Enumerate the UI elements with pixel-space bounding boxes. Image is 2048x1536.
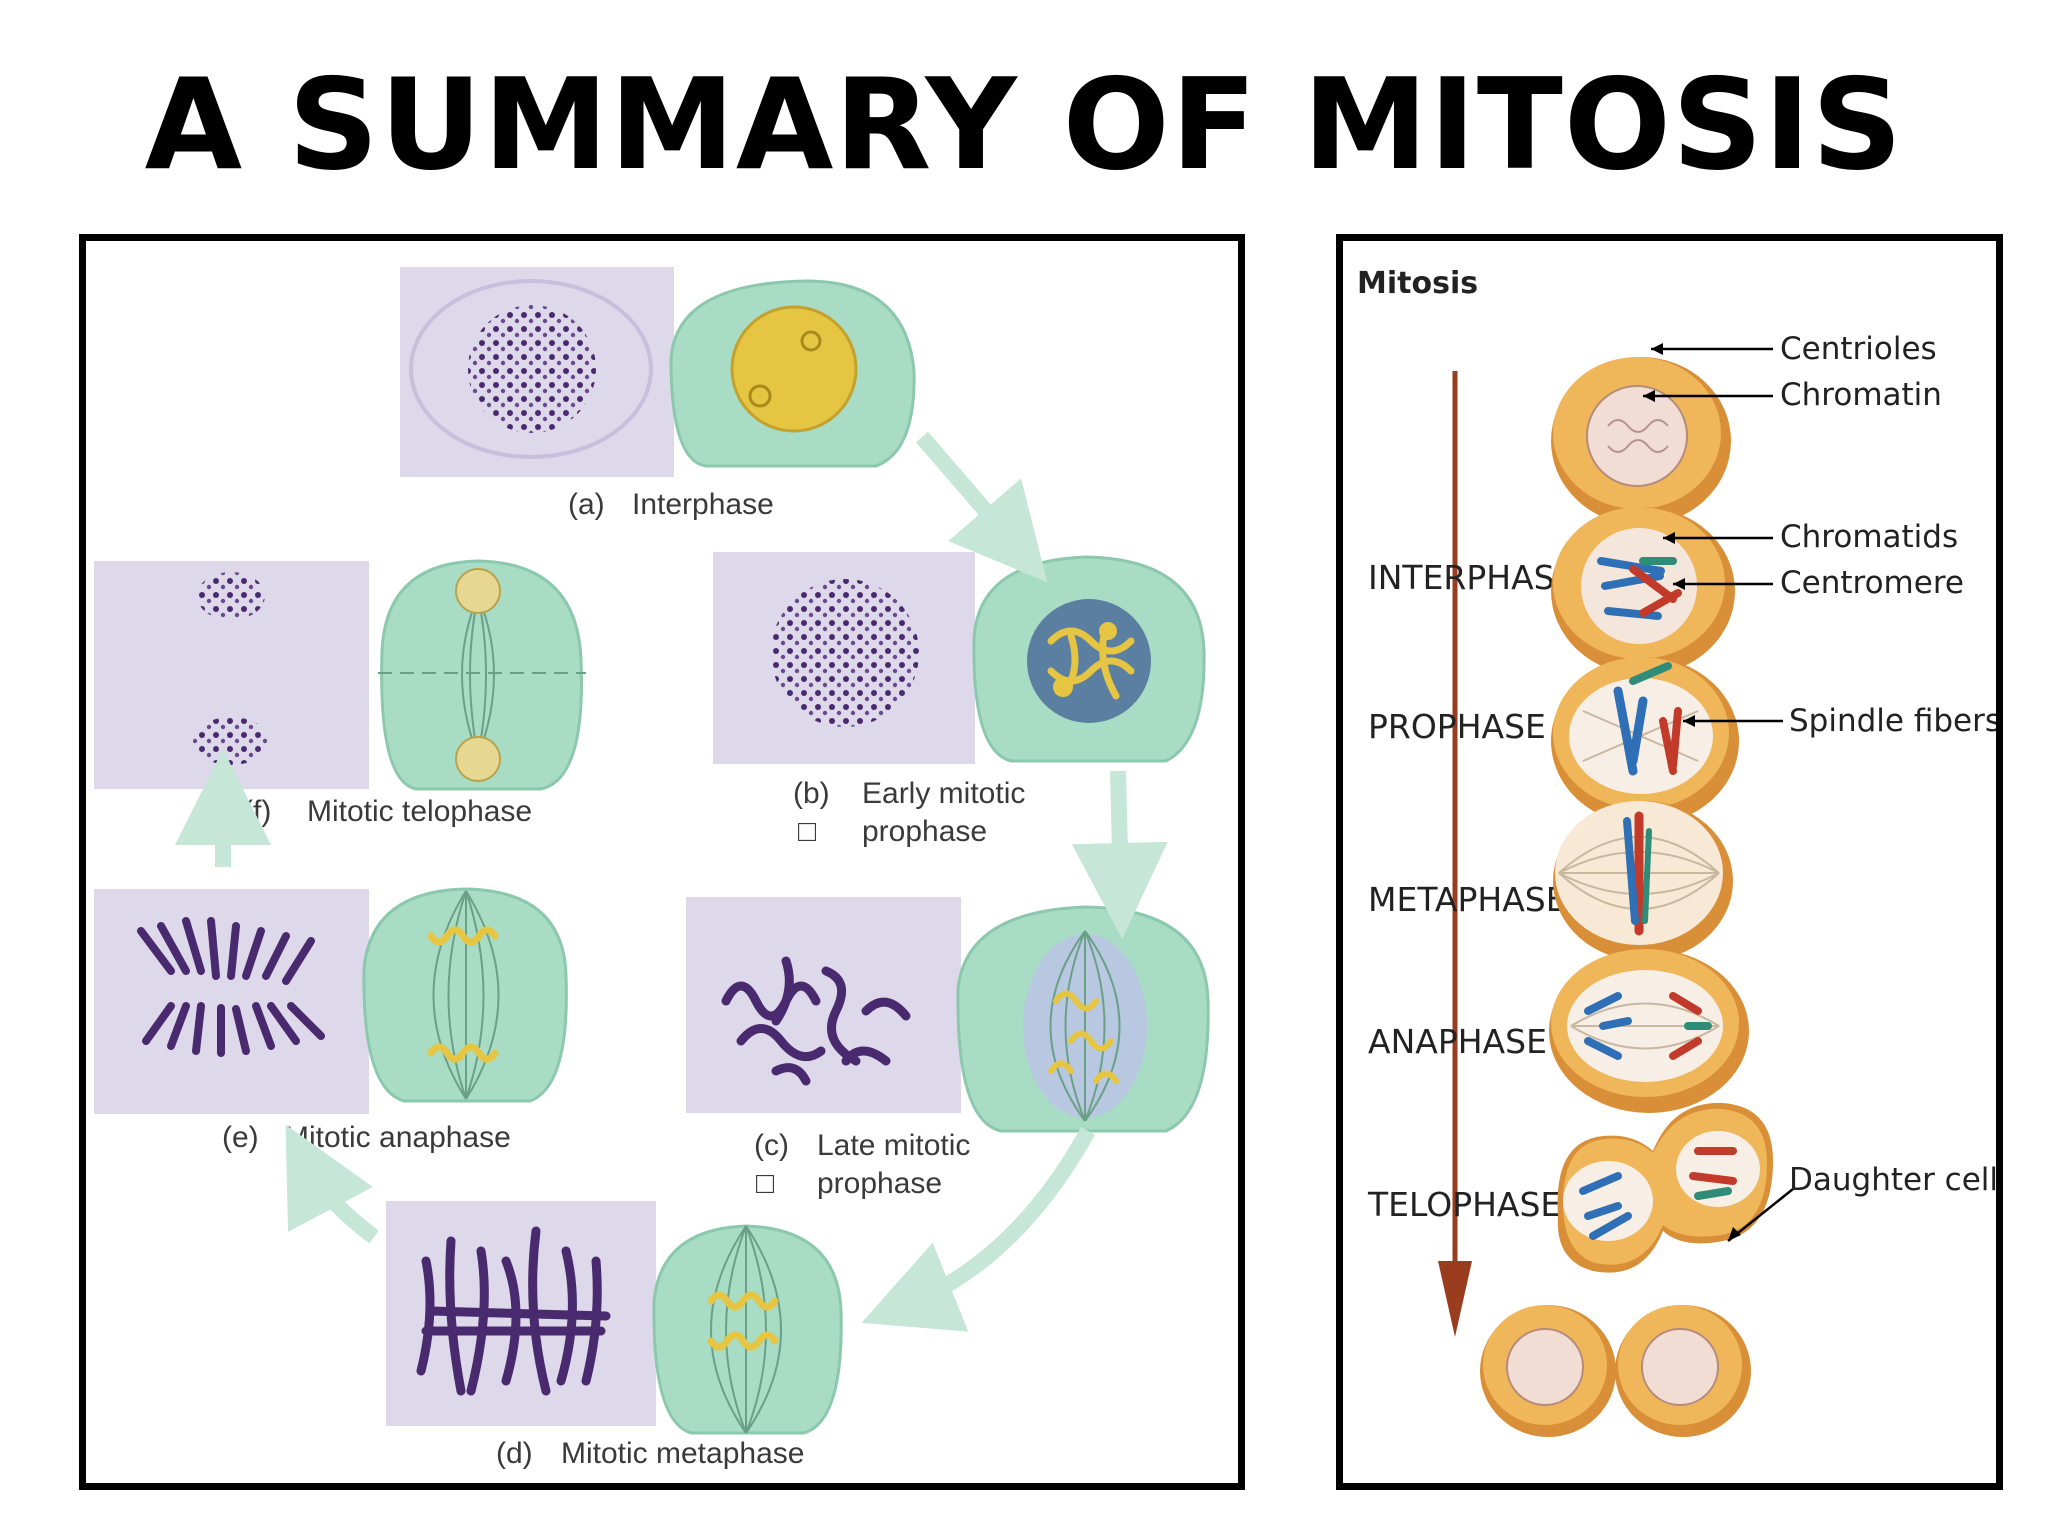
cell-drawing-d [652, 1224, 843, 1435]
callout-centromere: Centromere [1780, 565, 1964, 601]
chromatin-blob [771, 579, 919, 727]
nucleus-icon [730, 305, 858, 433]
arrow-d-to-e [285, 1124, 379, 1244]
callout-chromatin: Chromatin [1780, 377, 1942, 413]
cell-anaphase [1549, 949, 1749, 1113]
label-a-name: Interphase [632, 488, 774, 521]
nucleus-icon [455, 736, 501, 782]
arrow-a-to-b [915, 431, 1048, 583]
label-b-line2: prophase [862, 815, 987, 848]
cycle-arrows [175, 431, 1168, 1332]
callout-leaders [1643, 347, 1794, 1242]
label-a-letter: (a) [568, 488, 605, 521]
cell-metaphase [1553, 801, 1733, 961]
stage-b-early-prophase [713, 552, 1206, 764]
cell-interphase-2 [1551, 507, 1735, 675]
nucleus-icon [1586, 385, 1688, 487]
label-c-line1: Late mitotic [817, 1129, 970, 1162]
cell-prophase [1551, 657, 1739, 825]
phase-label-telophase: TELOPHASE [1367, 1185, 1561, 1224]
mitosis-cycle-diagram: (a) Interphase (b) Early mitotic □ proph… [94, 267, 1210, 1470]
stage-d-metaphase [386, 1201, 843, 1435]
mitosis-phases-panel: Mitosis INTERPHASE PROPHASE METAPHASE AN… [1336, 234, 2003, 1490]
nucleus-icon [455, 568, 501, 614]
time-arrow [1438, 371, 1472, 1337]
chromosomes-drawing [137, 917, 325, 1057]
nucleus-icon [1027, 599, 1151, 723]
label-f-letter: (f) [243, 795, 271, 828]
chromosomes-drawing [416, 1226, 611, 1396]
mitosis-cycle-panel: (a) Interphase (b) Early mitotic □ proph… [79, 234, 1245, 1490]
cell-interphase-1 [1551, 357, 1731, 525]
label-f-name: Mitotic telophase [307, 795, 532, 828]
callout-spindle-fibers: Spindle fibers [1789, 703, 1996, 739]
label-e-letter: (e) [222, 1121, 259, 1154]
callout-chromatids: Chromatids [1780, 519, 1958, 555]
label-b-letter: (b) [793, 777, 830, 810]
phase-label-interphase: INTERPHASE [1368, 558, 1575, 597]
phase-label-anaphase: ANAPHASE [1368, 1022, 1547, 1061]
phase-label-prophase: PROPHASE [1368, 707, 1546, 746]
cell-stack [1480, 357, 1773, 1437]
label-c-letter: (c) [754, 1129, 789, 1162]
daughter-cells [1480, 1305, 1751, 1437]
label-c-line2: prophase [817, 1167, 942, 1200]
callout-arrowheads [1643, 343, 1741, 1241]
page-title: A SUMMARY OF MITOSIS [144, 51, 1904, 198]
phase-label-metaphase: METAPHASE [1368, 880, 1567, 919]
mitosis-phases-diagram: Mitosis INTERPHASE PROPHASE METAPHASE AN… [1357, 266, 1996, 1437]
chromatin-blob [468, 305, 596, 433]
micrograph-c [686, 897, 961, 1113]
callout-centrioles: Centrioles [1780, 331, 1937, 367]
label-d-name: Mitotic metaphase [561, 1437, 804, 1470]
label-e-name: Mitotic anaphase [284, 1121, 511, 1154]
label-d-letter: (d) [496, 1437, 533, 1470]
box-glyph-c: □ [756, 1167, 775, 1200]
stage-f-telophase [94, 559, 586, 791]
label-b-line1: Early mitotic [862, 777, 1025, 810]
arrow-b-to-c [1071, 770, 1168, 939]
micrograph-e [94, 889, 369, 1114]
stage-a-interphase [400, 267, 916, 477]
cell-drawing-f [380, 559, 583, 791]
nucleus-icon [1506, 1328, 1584, 1406]
stage-c-late-prophase [686, 897, 1210, 1133]
cell-telophase [1557, 1102, 1773, 1273]
nucleus-icon [1641, 1328, 1719, 1406]
panel-heading: Mitosis [1357, 266, 1478, 301]
callout-daughter-cells: Daughter cells [1789, 1162, 1996, 1198]
chromosomes-drawing [721, 956, 911, 1086]
box-glyph-b: □ [798, 815, 817, 848]
stage-e-anaphase [94, 887, 568, 1114]
arrow-c-to-d [861, 1127, 1095, 1332]
